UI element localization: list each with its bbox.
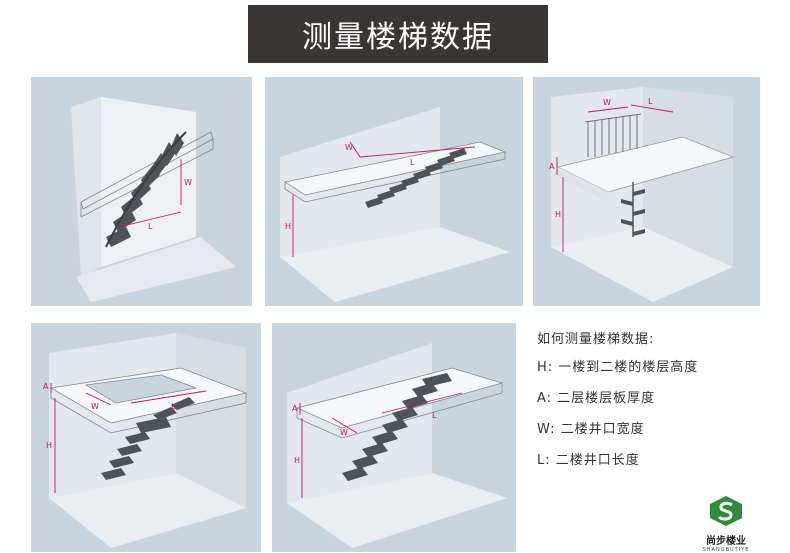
diagram-curved-stair: W L [31,77,252,306]
h-label: H [294,456,300,465]
legend-title: 如何测量楼梯数据: [537,332,655,347]
legend-item-h: H: 一楼到二楼的楼层高度 [537,360,699,375]
brand-logo: 尚步楼业 SHANGBUTIYE [694,495,758,553]
a-label: A [43,382,49,391]
a-label: A [292,404,298,413]
legend-item-w: W: 二楼井口宽度 [537,422,645,437]
l-label: L [432,411,437,420]
legend: 如何测量楼梯数据: H: 一楼到二楼的楼层高度 A: 二层楼层板厚度 W: 二楼… [537,328,777,480]
logo-subtitle: SHANGBUTIYE [702,547,750,553]
h-label: H [46,441,52,450]
h-label: H [555,210,561,219]
page-title: 测量楼梯数据 [248,5,548,63]
diagram-spiral-stair: H A W L [533,77,760,306]
diagram-straight-stair: H L W [265,77,523,306]
diagram-flight-stair: H A W L [272,323,516,552]
w-label: W [603,98,611,107]
l-label: L [171,402,176,411]
logo-name: 尚步楼业 [706,536,746,547]
legend-item-l: L: 二楼井口长度 [537,453,640,468]
legend-item-a: A: 二层楼层板厚度 [537,391,656,406]
w-label: W [91,402,99,411]
l-label: L [148,222,153,231]
diagram-l-shaped-stair: H A W L [31,323,261,552]
w-label: W [184,178,192,187]
w-label: W [340,428,348,437]
l-label: L [648,97,653,106]
h-label: H [285,222,291,231]
logo-icon [710,496,742,526]
l-label: L [410,158,415,167]
w-label: W [345,143,353,152]
a-label: A [549,162,555,171]
